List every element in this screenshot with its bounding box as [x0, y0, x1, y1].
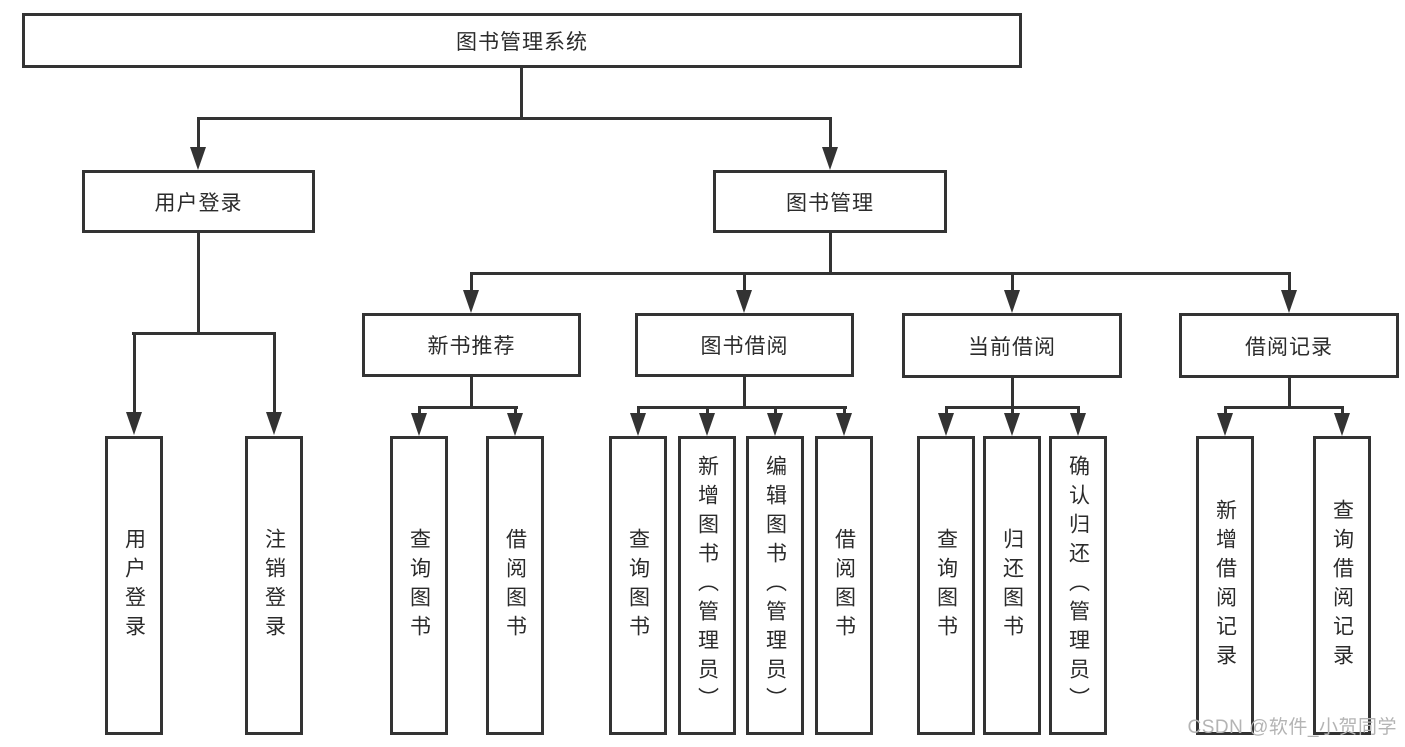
leaf-borrow-add-book-admin: 新增图书（管理员）: [678, 436, 736, 735]
arrow-down-current-borrow: [1004, 290, 1020, 313]
connector-current-query-stem: [945, 407, 948, 417]
connector-current-confirm-stem: [1077, 407, 1080, 417]
leaf-user-login-label: 用户登录: [122, 527, 146, 644]
node-root-label: 图书管理系统: [456, 30, 588, 54]
connector-borrow-down: [743, 377, 746, 408]
node-borrow-record: 借阅记录: [1179, 313, 1399, 378]
leaf-current-confirm-return-admin-label: 确认归还（管理员）: [1066, 455, 1090, 716]
arrow-down-record-add: [1217, 413, 1233, 436]
connector-book-management-down: [829, 233, 832, 274]
node-book-borrow: 图书借阅: [635, 313, 854, 377]
leaf-record-query-record: 查询借阅记录: [1313, 436, 1371, 735]
connector-recommend-down: [470, 377, 473, 408]
arrow-down-leaf-user-login: [126, 412, 142, 435]
arrow-down-record-query: [1334, 413, 1350, 436]
leaf-recommend-query-book-label: 查询图书: [407, 527, 431, 644]
connector-recommend-crossbar: [418, 406, 518, 409]
leaf-logout: 注销登录: [245, 436, 303, 735]
node-current-borrow-label: 当前借阅: [968, 335, 1056, 359]
connector-borrow-borrow-stem: [843, 407, 846, 417]
node-new-book-recommend: 新书推荐: [362, 313, 581, 377]
connector-record-crossbar: [1224, 406, 1344, 409]
arrow-down-borrow-borrow: [836, 413, 852, 436]
connector-book-borrow-stem: [743, 273, 746, 292]
node-root: 图书管理系统: [22, 13, 1022, 68]
connector-recommend-borrow-stem: [514, 407, 517, 417]
connector-recommend-query-stem: [418, 407, 421, 417]
arrow-down-recommend-borrow: [507, 413, 523, 436]
connector-borrow-add-stem: [706, 407, 709, 417]
connector-user-login-down: [197, 233, 200, 333]
arrow-down-recommend-query: [411, 413, 427, 436]
node-book-management-label: 图书管理: [786, 191, 874, 215]
connector-leaf-logout-stem: [273, 333, 276, 413]
connector-current-borrow-stem: [1011, 273, 1014, 292]
leaf-borrow-edit-book-admin-label: 编辑图书（管理员）: [763, 455, 787, 716]
leaf-borrow-add-book-admin-label: 新增图书（管理员）: [695, 455, 719, 716]
arrow-down-new-book-recommend: [463, 290, 479, 313]
connector-record-down: [1288, 378, 1291, 408]
leaf-record-add-record-label: 新增借阅记录: [1213, 498, 1237, 673]
leaf-record-query-record-label: 查询借阅记录: [1330, 498, 1354, 673]
arrow-down-current-return: [1004, 413, 1020, 436]
connector-borrow-crossbar: [637, 406, 847, 409]
arrow-down-leaf-logout: [266, 412, 282, 435]
connector-book-management-stem: [829, 118, 832, 152]
watermark-text: CSDN @软件_小贺同学: [1187, 717, 1397, 738]
arrow-down-borrow-edit: [767, 413, 783, 436]
connector-borrow-record-stem: [1288, 273, 1291, 292]
leaf-current-query-book: 查询图书: [917, 436, 975, 735]
arrow-down-borrow-query: [630, 413, 646, 436]
leaf-borrow-borrow-book-label: 借阅图书: [832, 527, 856, 644]
leaf-recommend-borrow-book-label: 借阅图书: [503, 527, 527, 644]
connector-new-book-recommend-stem: [470, 273, 473, 292]
node-borrow-record-label: 借阅记录: [1245, 335, 1333, 359]
connector-record-query-stem: [1341, 407, 1344, 417]
leaf-current-query-book-label: 查询图书: [934, 527, 958, 644]
connector-root-stem: [520, 68, 523, 118]
arrow-down-borrow-add: [699, 413, 715, 436]
arrow-down-current-confirm: [1070, 413, 1086, 436]
leaf-borrow-query-book-label: 查询图书: [626, 527, 650, 644]
leaf-borrow-edit-book-admin: 编辑图书（管理员）: [746, 436, 804, 735]
leaf-current-return-book-label: 归还图书: [1000, 527, 1024, 644]
connector-current-down: [1011, 378, 1014, 408]
connector-leaf-user-login-stem: [133, 333, 136, 413]
leaf-current-confirm-return-admin: 确认归还（管理员）: [1049, 436, 1107, 735]
arrow-down-user-login: [190, 147, 206, 170]
arrow-down-book-management: [822, 147, 838, 170]
leaf-recommend-borrow-book: 借阅图书: [486, 436, 544, 735]
connector-user-login-crossbar: [132, 332, 276, 335]
leaf-borrow-borrow-book: 借阅图书: [815, 436, 873, 735]
node-book-borrow-label: 图书借阅: [700, 335, 789, 358]
connector-record-add-stem: [1224, 407, 1227, 417]
connector-level3-crossbar: [470, 272, 1291, 275]
leaf-current-return-book: 归还图书: [983, 436, 1041, 735]
node-current-borrow: 当前借阅: [902, 313, 1122, 378]
node-new-book-recommend-label: 新书推荐: [427, 335, 516, 358]
connector-user-login-stem: [197, 118, 200, 152]
connector-borrow-query-stem: [637, 407, 640, 417]
arrow-down-current-query: [938, 413, 954, 436]
leaf-user-login: 用户登录: [105, 436, 163, 735]
leaf-logout-label: 注销登录: [262, 527, 286, 644]
leaf-borrow-query-book: 查询图书: [609, 436, 667, 735]
connector-borrow-edit-stem: [774, 407, 777, 417]
arrow-down-book-borrow: [736, 290, 752, 313]
arrow-down-borrow-record: [1281, 290, 1297, 313]
connector-current-return-stem: [1011, 407, 1014, 417]
connector-root-crossbar: [197, 117, 832, 120]
node-user-login: 用户登录: [82, 170, 315, 233]
node-book-management: 图书管理: [713, 170, 947, 233]
leaf-record-add-record: 新增借阅记录: [1196, 436, 1254, 735]
node-user-login-label: 用户登录: [154, 191, 243, 215]
leaf-recommend-query-book: 查询图书: [390, 436, 448, 735]
